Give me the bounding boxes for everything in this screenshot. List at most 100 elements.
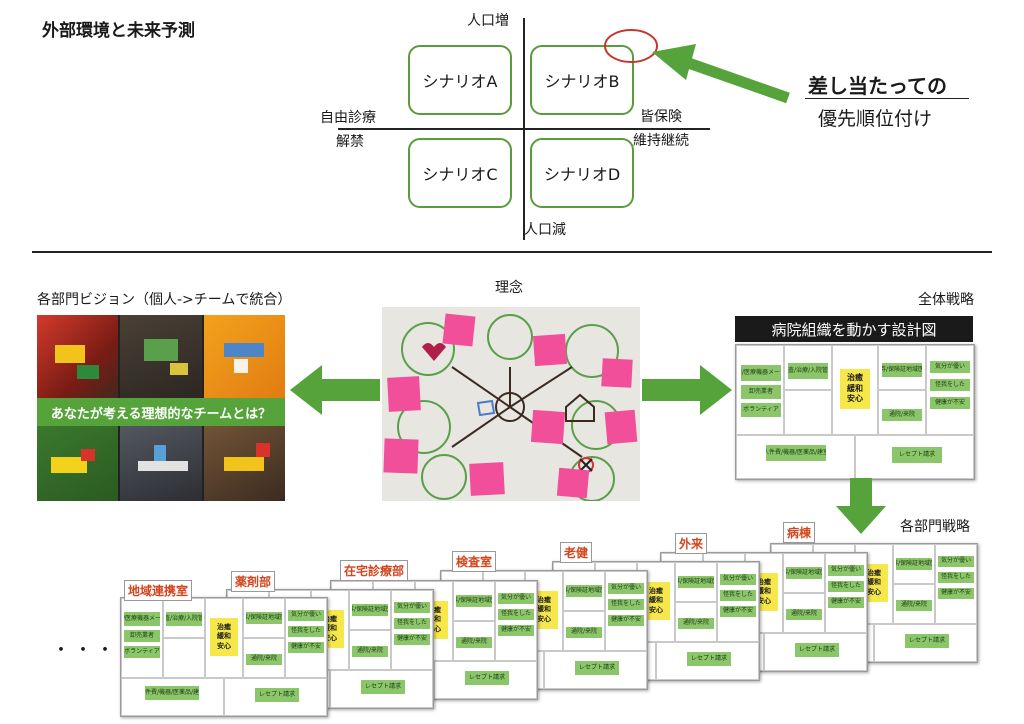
canvas-note-revenue: レセプト請求 [892, 447, 942, 463]
arrow-diagonal-icon [652, 44, 790, 104]
canvas-note-segment: 健康が不安 [720, 606, 756, 617]
sticky-note [383, 438, 419, 474]
canvas-note-partner: 卸売業者 [124, 630, 160, 642]
canvas-note-relationship: 診察券/保険証地域医療機 [566, 585, 602, 597]
canvas-note-segment: 気分が優い [828, 565, 864, 576]
sticky-note [556, 467, 590, 499]
axis-label-bottom: 人口減 [524, 222, 566, 238]
sticky-note [532, 333, 568, 367]
department-label: 病棟 [783, 522, 816, 543]
canvas-note-revenue: レセプト請求 [255, 688, 299, 702]
canvas-note-channel: 通院/来院 [896, 600, 932, 611]
axis-label-left-1: 自由診療 [320, 110, 376, 126]
department-label: 在宅診療部 [340, 560, 409, 581]
canvas-note-activity: 検査/治療/入院管理 [788, 363, 828, 379]
dept-strategy-title: 各部門戦略 [900, 519, 970, 535]
department-label: 外来 [675, 533, 708, 554]
section-divider [32, 251, 992, 253]
scenario-c-box: シナリオC [408, 138, 512, 208]
canvas-note-relationship: 診察券/保険証地域医療機 [246, 612, 282, 624]
canvas-note-relationship: 診察券/保険証地域医療機 [678, 576, 714, 588]
vision-title: 各部門ビジョン（個人->チームで統合） [37, 292, 292, 308]
canvas-note-segment: 怪我をした [394, 618, 430, 629]
canvas-note-segment: 気分が優い [288, 610, 324, 621]
canvas-note-segment: 怪我をした [930, 379, 970, 391]
canvas-note-partner: ボランティア [741, 403, 781, 417]
canvas-note-channel: 通院/来院 [566, 627, 602, 638]
canvas-note-segment: 気分が優い [608, 583, 644, 594]
canvas-note-segment: 気分が優い [720, 574, 756, 585]
sticky-note [604, 409, 638, 445]
department-canvas: 製薬/医療機器メーカー卸売業者ボランティア検査/治療/入院管理治癒 緩和 安心診… [120, 597, 328, 717]
canvas-note-channel: 通院/来院 [882, 409, 922, 421]
sticky-note [601, 358, 633, 388]
department-label: 老健 [560, 542, 593, 563]
canvas-note-segment: 怪我をした [828, 581, 864, 592]
arrow-down-icon [836, 478, 886, 534]
priority-sub-text: 優先順位付け [818, 108, 933, 130]
canvas-note-segment: 健康が不安 [608, 615, 644, 626]
department-label: 地域連携室 [124, 580, 193, 601]
canvas-note-value: 治癒 緩和 安心 [840, 369, 870, 409]
canvas-note-segment: 気分が優い [938, 556, 974, 567]
lego-photo [203, 315, 285, 407]
canvas-note-segment: 健康が不安 [828, 597, 864, 608]
canvas-note-revenue: レセプト請求 [465, 671, 509, 685]
strategy-bar: 病院組織を動かす設計図 [735, 316, 973, 342]
axis-label-right-1: 皆保険 [640, 109, 682, 125]
ellipsis: ・・・ [52, 640, 118, 661]
axis-label-top: 人口増 [467, 13, 509, 29]
sticky-note [442, 313, 476, 347]
philosophy-whiteboard [382, 307, 640, 501]
canvas-note-revenue: レセプト請求 [361, 680, 405, 694]
canvas-note-segment: 怪我をした [498, 609, 534, 620]
canvas-note-segment: 怪我をした [720, 590, 756, 601]
department-label: 薬剤部 [231, 571, 276, 592]
sticky-note [469, 462, 505, 496]
canvas-note-value: 治癒 緩和 安心 [210, 618, 238, 656]
scenario-a-box: シナリオA [408, 45, 512, 115]
canvas-note-cost: 人件費/機器/医薬品/建室 [145, 686, 199, 700]
canvas-note-relationship: 診察券/保険証地域医療機 [456, 595, 492, 607]
canvas-note-channel: 通院/来院 [246, 654, 282, 665]
vision-banner: あなたが考える理想的なチームとは？ [37, 398, 285, 426]
arrow-left-icon [290, 365, 380, 415]
highlight-circle-icon [604, 29, 658, 63]
priority-divider [805, 98, 969, 99]
canvas-note-relationship: 診察券/保険証地域医療機 [786, 567, 822, 579]
philosophy-title: 理念 [495, 280, 523, 296]
sticky-note [387, 376, 421, 412]
canvas-note-segment: 健康が不安 [930, 397, 970, 409]
canvas-note-partner: 製薬/医療機器メーカー [124, 612, 160, 626]
canvas-note-channel: 通院/来院 [352, 646, 388, 657]
canvas-note-revenue: レセプト請求 [687, 652, 731, 666]
axis-label-left-2: 解禁 [336, 134, 364, 150]
canvas-note-segment: 気分が優い [394, 602, 430, 613]
canvas-note-segment: 怪我をした [288, 626, 324, 637]
canvas-note-relationship: 診察券/保険証地域医療機 [882, 363, 922, 377]
canvas-note-channel: 通院/来院 [678, 618, 714, 629]
canvas-note-partner: 製薬/医療機器メーカー [741, 365, 781, 381]
canvas-note-segment: 健康が不安 [288, 642, 324, 653]
canvas-note-segment: 健康が不安 [394, 634, 430, 645]
strategy-canvas: 製薬/医療機器メーカー 卸売業者 ボランティア 検査/治療/入院管理 治癒 緩和… [735, 344, 975, 480]
canvas-note-segment: 気分が優い [498, 593, 534, 604]
department-label: 検査室 [452, 551, 497, 572]
scenario-b-box: シナリオB [530, 45, 634, 115]
axis-label-right-2: 維持継続 [633, 133, 689, 149]
canvas-note-channel: 通院/来院 [456, 637, 492, 648]
arrow-right-icon [642, 365, 732, 415]
canvas-note-segment: 気分が優い [930, 361, 970, 373]
canvas-note-segment: 健康が不安 [938, 588, 974, 599]
canvas-note-segment: 怪我をした [938, 572, 974, 583]
lego-photo [37, 315, 119, 407]
section-title-environment: 外部環境と未来予測 [42, 21, 195, 41]
canvas-note-relationship: 診察券/保険証地域医療機 [896, 558, 932, 570]
sticky-note [530, 409, 566, 445]
lego-photo [120, 315, 202, 407]
canvas-note-revenue: レセプト請求 [795, 643, 839, 657]
canvas-note-channel: 通院/来院 [786, 609, 822, 620]
scenario-d-box: シナリオD [530, 138, 634, 208]
canvas-note-revenue: レセプト請求 [905, 634, 949, 648]
canvas-note-activity: 検査/治療/入院管理 [166, 612, 202, 626]
